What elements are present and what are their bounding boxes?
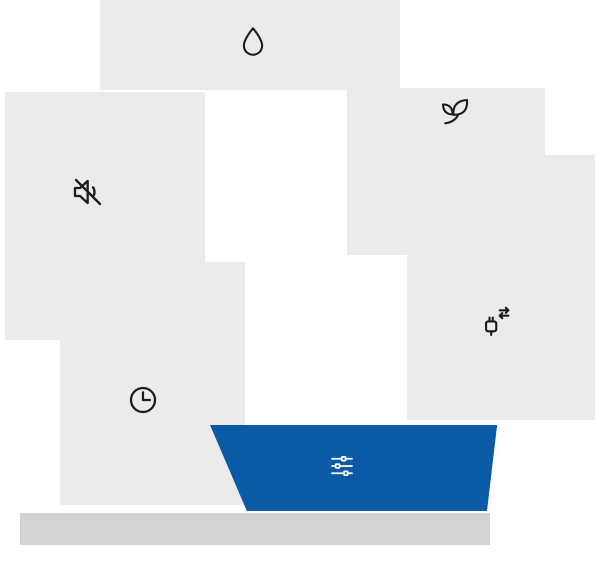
water-drop-icon <box>235 24 271 60</box>
sliders-icon <box>327 451 357 481</box>
plug-swap-icon <box>479 304 515 340</box>
tile-plug <box>407 155 595 420</box>
accent-trapezoid-panel <box>210 425 498 511</box>
clock-icon <box>125 382 161 418</box>
tile-water <box>100 0 400 90</box>
speaker-mute-icon <box>68 172 108 212</box>
bottom-bar <box>20 513 490 545</box>
leaf-icon <box>437 94 473 130</box>
tile-clock <box>60 262 245 505</box>
